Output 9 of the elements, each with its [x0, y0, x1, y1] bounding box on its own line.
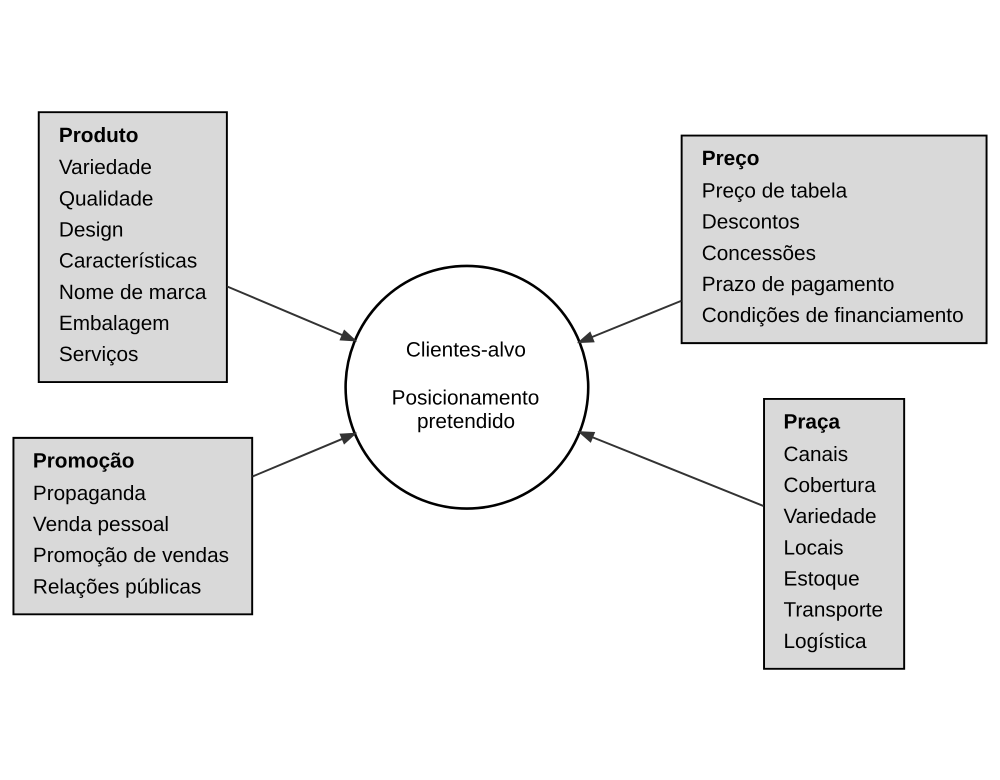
node-box: Promoção Propaganda Venda pessoal Promoção de vendas Relações públicas [12, 436, 254, 615]
node-box: Praça Canais Cobertura Variedade Locais Estoque Transporte Logística [763, 397, 906, 670]
arrow [576, 299, 682, 343]
node-box: Produto Variedade Qualidade Design Características Nome de marca Embalagem Serviços [38, 110, 228, 383]
node-circle: Clientes-alvo Posicionamento pretendido [344, 264, 590, 510]
node-box: Preço Preço de tabela Descontos Concessões Prazo de pagamento Condições de financiamento [680, 134, 988, 344]
arrow [226, 284, 358, 341]
arrow [577, 430, 764, 506]
arrow [252, 432, 358, 477]
